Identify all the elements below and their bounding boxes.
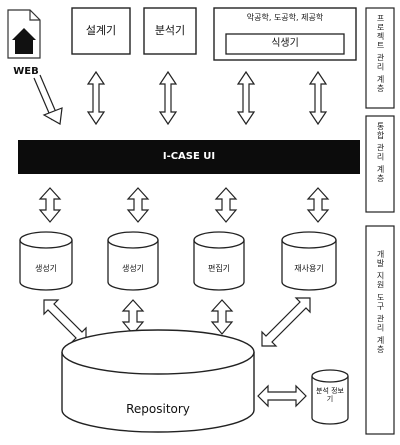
tool-label-analysis: 분석기: [154, 24, 186, 37]
small-db-cylinder: [311, 369, 349, 425]
repository-label: Repository: [126, 402, 190, 416]
arrow-repo-smalldb: [257, 384, 307, 408]
small-db-label: 분석 정보기: [316, 387, 344, 403]
arrow-generator-bus-2: [308, 70, 328, 126]
side-panel-label-1: 프로젝트 관리 계층: [376, 14, 385, 94]
arrow-bus-drum-1: [38, 187, 62, 223]
drum-label-2: 생성기: [121, 264, 145, 273]
tool-box-generator: [225, 33, 345, 55]
arrow-drum4-repo: [261, 297, 311, 347]
side-panel-3: [365, 225, 395, 435]
web-document-icon: [7, 9, 41, 59]
web-arrow: [33, 74, 63, 125]
drum-1: [19, 231, 73, 291]
side-panel-label-2: 통합 관리 계층: [376, 122, 385, 184]
arrow-bus-drum-2: [126, 187, 150, 223]
top-arrows: [86, 70, 328, 126]
arrow-design-bus: [86, 70, 106, 126]
repository-cylinder: [61, 329, 255, 433]
drum-label-4: 재사용기: [294, 264, 324, 273]
arrow-generator-bus-1: [236, 70, 256, 126]
arrow-bus-drum-4: [306, 187, 330, 223]
side-panel-1: [365, 7, 395, 109]
arrow-analysis-bus: [158, 70, 178, 126]
tool-box-design: [71, 7, 131, 55]
tool-note: 악공학, 도공학, 제공학: [246, 13, 324, 22]
tool-label-generator: 식생기: [271, 38, 299, 49]
lower-arrows: [43, 297, 311, 347]
arrow-drum3-repo: [210, 299, 234, 335]
drum-4: [281, 231, 337, 291]
side-panel-label-3: 개발 지원 도구 관리 계층: [376, 250, 385, 355]
mid-arrows: [38, 187, 330, 223]
drum-label-1: 생성기: [34, 264, 58, 273]
drum-2: [107, 231, 159, 291]
arrow-drum1-repo: [43, 299, 87, 343]
drum-3: [193, 231, 245, 291]
web-label: WEB: [13, 66, 39, 77]
arrow-drum2-repo: [121, 299, 145, 335]
drum-label-3: 편집기: [207, 264, 231, 273]
tool-box-analysis: [143, 7, 197, 55]
bus-label: I-CASE UI: [162, 151, 216, 162]
arrow-bus-drum-3: [214, 187, 238, 223]
tool-label-design: 설계기: [85, 24, 117, 37]
i-case-bus-bar: [18, 140, 360, 174]
side-panel-2: [365, 115, 395, 213]
